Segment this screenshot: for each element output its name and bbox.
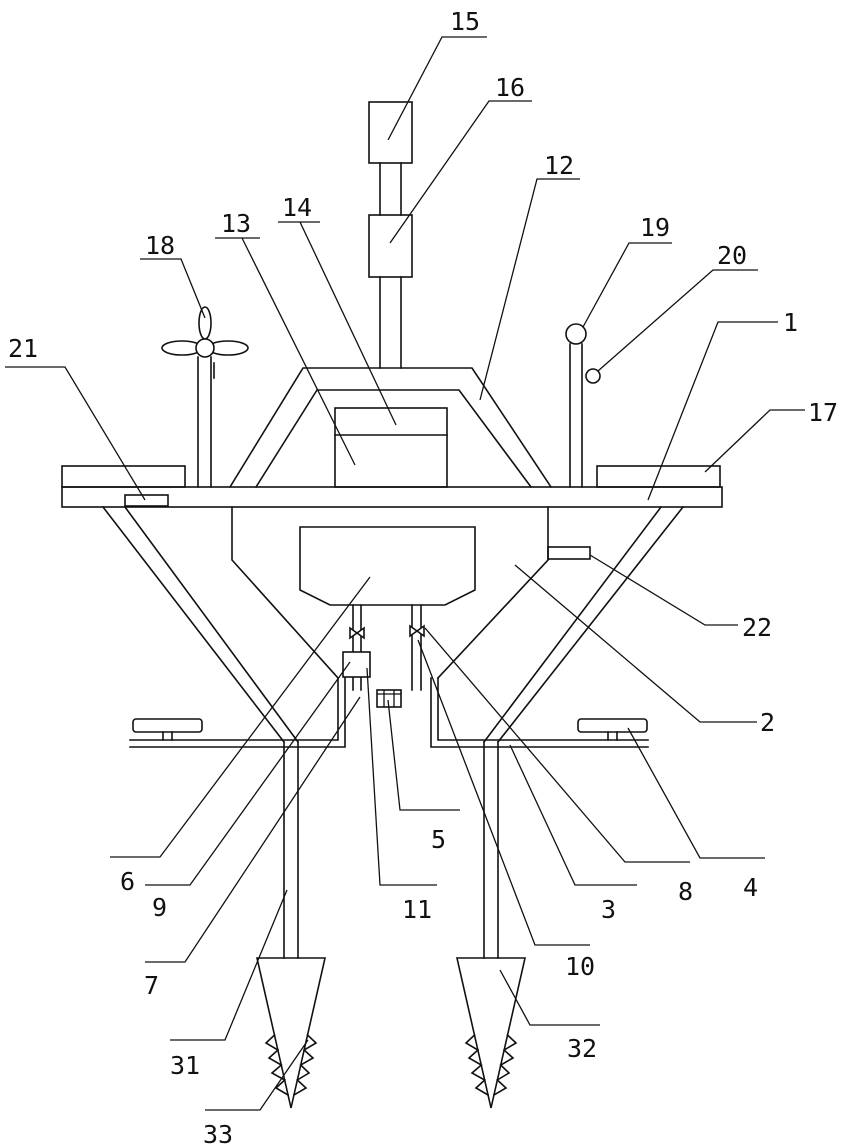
legs	[103, 507, 683, 1108]
turbine-pole	[198, 357, 211, 487]
label-19: 19	[640, 213, 670, 242]
label-14: 14	[282, 193, 312, 222]
body	[232, 507, 590, 678]
label-12: 12	[544, 151, 574, 180]
tank-assembly	[300, 527, 475, 707]
leader-12	[480, 179, 580, 400]
leg-left	[103, 507, 298, 742]
leader-3	[510, 745, 637, 885]
label-33: 33	[203, 1120, 233, 1148]
rod-left	[284, 742, 298, 958]
label-3: 3	[601, 895, 616, 924]
valve-left-icon	[350, 628, 364, 638]
sensor-pole	[566, 324, 600, 487]
leader-18	[140, 259, 205, 318]
label-21: 21	[8, 334, 38, 363]
label-1: 1	[783, 308, 798, 337]
hood-outer	[230, 368, 551, 487]
label-22: 22	[742, 613, 772, 642]
leader-31	[170, 890, 287, 1040]
label-4: 4	[743, 873, 758, 902]
panel-left	[62, 466, 185, 487]
leader-14	[278, 222, 396, 425]
label-7: 7	[144, 971, 159, 1000]
platform-plate	[62, 487, 722, 507]
leader-1	[648, 322, 778, 500]
teeth-right	[466, 1035, 516, 1095]
label-32: 32	[567, 1034, 597, 1063]
mast	[369, 102, 412, 368]
label-2: 2	[760, 708, 775, 737]
label-20: 20	[717, 241, 747, 270]
mast-top-box	[369, 102, 412, 163]
sensor-pole-shaft	[570, 344, 582, 487]
label-6: 6	[120, 867, 135, 896]
label-8: 8	[678, 877, 693, 906]
platform	[62, 466, 722, 507]
pipe-box	[343, 652, 370, 677]
leader-13	[215, 238, 355, 465]
callout-labels: 15 16 12 19 20 18 13 14 21 1 17 22 2 6 9…	[8, 7, 838, 1148]
mast-pole	[380, 163, 401, 368]
pipe-right	[412, 605, 421, 690]
cone-right	[457, 958, 525, 1108]
leader-7	[145, 697, 360, 962]
label-15: 15	[450, 7, 480, 36]
leader-21	[5, 367, 145, 500]
turbine-hub	[196, 339, 214, 357]
leader-5	[388, 700, 460, 810]
leader-19	[583, 243, 672, 327]
turbine-blade-top	[199, 307, 211, 339]
control-box	[335, 408, 447, 487]
mast-middle-box	[369, 215, 412, 277]
valve-right-icon	[410, 626, 424, 636]
rod-right	[484, 742, 498, 958]
pad-right-stem	[608, 732, 617, 740]
plate-small-box	[125, 495, 168, 506]
wind-turbine	[162, 307, 248, 487]
label-13: 13	[221, 209, 251, 238]
label-9: 9	[152, 893, 167, 922]
control-box-body	[335, 408, 447, 487]
leader-2	[515, 565, 757, 722]
label-11: 11	[402, 895, 432, 924]
side-box	[548, 547, 590, 559]
leg-right	[484, 507, 683, 742]
hood	[230, 368, 551, 487]
label-10: 10	[565, 952, 595, 981]
leader-20	[598, 270, 758, 371]
pad-left-stem	[163, 732, 172, 740]
label-31: 31	[170, 1051, 200, 1080]
tank	[300, 527, 475, 605]
label-16: 16	[495, 73, 525, 102]
sensor-side-circle	[586, 369, 600, 383]
body-left-wall	[232, 507, 338, 678]
label-5: 5	[431, 825, 446, 854]
panel-right	[597, 466, 720, 487]
hood-inner	[256, 390, 531, 487]
pad-right	[578, 719, 647, 732]
cone-left	[257, 958, 325, 1108]
leader-17	[705, 410, 805, 472]
leader-10	[418, 640, 590, 945]
leader-8	[425, 628, 690, 862]
label-17: 17	[808, 398, 838, 427]
leader-22	[590, 555, 738, 625]
body-right-wall	[438, 507, 548, 678]
label-18: 18	[145, 231, 175, 260]
leader-lines	[5, 37, 805, 1110]
pad-left	[133, 719, 202, 732]
